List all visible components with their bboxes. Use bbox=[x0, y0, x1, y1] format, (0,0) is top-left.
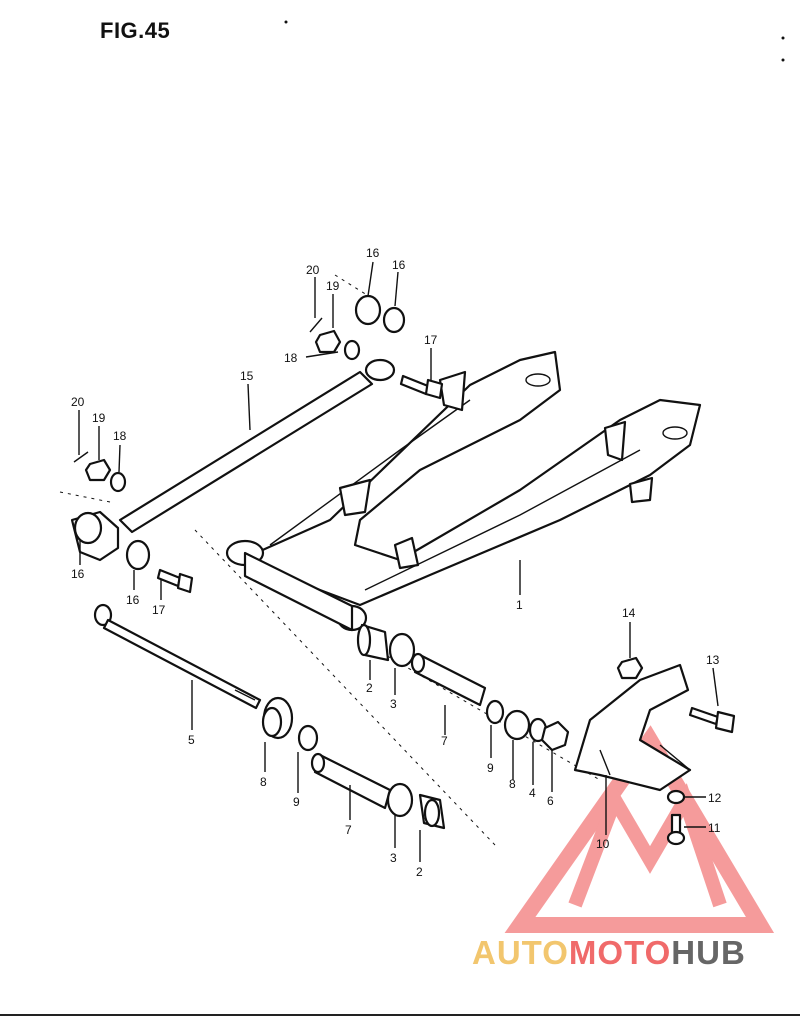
callout-3: 3 bbox=[390, 851, 397, 865]
scan-speck bbox=[781, 36, 785, 40]
callout-18: 18 bbox=[284, 351, 298, 365]
seal-8-left bbox=[261, 696, 294, 740]
bushing-16-top bbox=[354, 294, 406, 334]
bottom-border-line bbox=[0, 1014, 800, 1016]
bearing-2-top bbox=[356, 623, 390, 662]
callout-10: 10 bbox=[596, 837, 610, 851]
callout-3: 3 bbox=[390, 697, 397, 711]
leader-lines bbox=[78, 261, 719, 862]
callout-16: 16 bbox=[366, 246, 380, 260]
assembly-guide-line bbox=[59, 491, 111, 503]
callout-4: 4 bbox=[529, 786, 536, 800]
brand-moto: MOTO bbox=[568, 934, 672, 971]
callout-17: 17 bbox=[424, 333, 438, 347]
callout-18: 18 bbox=[113, 429, 127, 443]
assembly-guide-line bbox=[194, 529, 496, 846]
callout-20: 20 bbox=[306, 263, 320, 277]
callout-2: 2 bbox=[416, 865, 423, 879]
callout-16: 16 bbox=[71, 567, 85, 581]
cotter-pin-20-top bbox=[309, 317, 323, 333]
bearing-3-top bbox=[388, 632, 416, 668]
callout-19: 19 bbox=[92, 411, 106, 425]
brand-hub: HUB bbox=[671, 934, 746, 971]
watermark-brand: AUTOMOTOHUB bbox=[472, 934, 746, 972]
callout-9: 9 bbox=[487, 761, 494, 775]
watermark-logo bbox=[504, 725, 775, 933]
callout-1: 1 bbox=[516, 598, 523, 612]
cotter-pin-20-left bbox=[73, 451, 89, 463]
washer-9-left bbox=[297, 724, 319, 752]
callout-14: 14 bbox=[622, 606, 636, 620]
spacer-7-left bbox=[310, 752, 392, 810]
callout-13: 13 bbox=[706, 653, 720, 667]
nut-6 bbox=[540, 720, 570, 752]
chain-case-bracket-10 bbox=[573, 663, 692, 792]
bearing-2-bottom bbox=[418, 793, 446, 830]
callout-9: 9 bbox=[293, 795, 300, 809]
bolt-17-top bbox=[399, 374, 444, 400]
callout-labels: 20 19 16 16 18 17 15 20 19 18 16 16 17 1… bbox=[71, 246, 722, 879]
washer-18-top bbox=[343, 339, 361, 361]
washer-18-left bbox=[109, 471, 127, 493]
callout-8: 8 bbox=[260, 775, 267, 789]
callout-20: 20 bbox=[71, 395, 85, 409]
nut-19-left bbox=[84, 458, 112, 482]
callout-12: 12 bbox=[708, 791, 722, 805]
callout-11: 11 bbox=[708, 821, 721, 835]
callout-16: 16 bbox=[126, 593, 140, 607]
nut-14 bbox=[616, 656, 644, 680]
callout-8: 8 bbox=[509, 777, 516, 791]
washer-9-right bbox=[485, 699, 505, 725]
torque-rod bbox=[118, 358, 396, 534]
bolt-13 bbox=[688, 706, 736, 734]
assembly-guide-line bbox=[359, 639, 601, 781]
callout-19: 19 bbox=[326, 279, 340, 293]
callout-15: 15 bbox=[240, 369, 254, 383]
callout-5: 5 bbox=[188, 733, 195, 747]
bushing-16-left bbox=[70, 510, 151, 571]
scan-speck bbox=[781, 58, 785, 62]
spacer-7-right bbox=[410, 652, 487, 707]
callout-6: 6 bbox=[547, 794, 554, 808]
grommet-12 bbox=[666, 789, 686, 805]
callout-2: 2 bbox=[366, 681, 373, 695]
pivot-bolt-5 bbox=[93, 603, 262, 710]
callout-16: 16 bbox=[392, 258, 406, 272]
swing-arm bbox=[225, 350, 702, 632]
seal-8-right bbox=[503, 709, 531, 741]
scan-speck bbox=[284, 20, 288, 24]
callout-7: 7 bbox=[441, 734, 448, 748]
brand-auto: AUTO bbox=[472, 934, 569, 971]
bearing-3-bottom bbox=[386, 782, 414, 818]
nut-19-top bbox=[314, 329, 342, 354]
callout-7: 7 bbox=[345, 823, 352, 837]
figure-title: FIG.45 bbox=[100, 18, 171, 43]
bolt-11 bbox=[666, 813, 686, 846]
callout-17: 17 bbox=[152, 603, 166, 617]
bolt-17-left bbox=[156, 568, 194, 594]
